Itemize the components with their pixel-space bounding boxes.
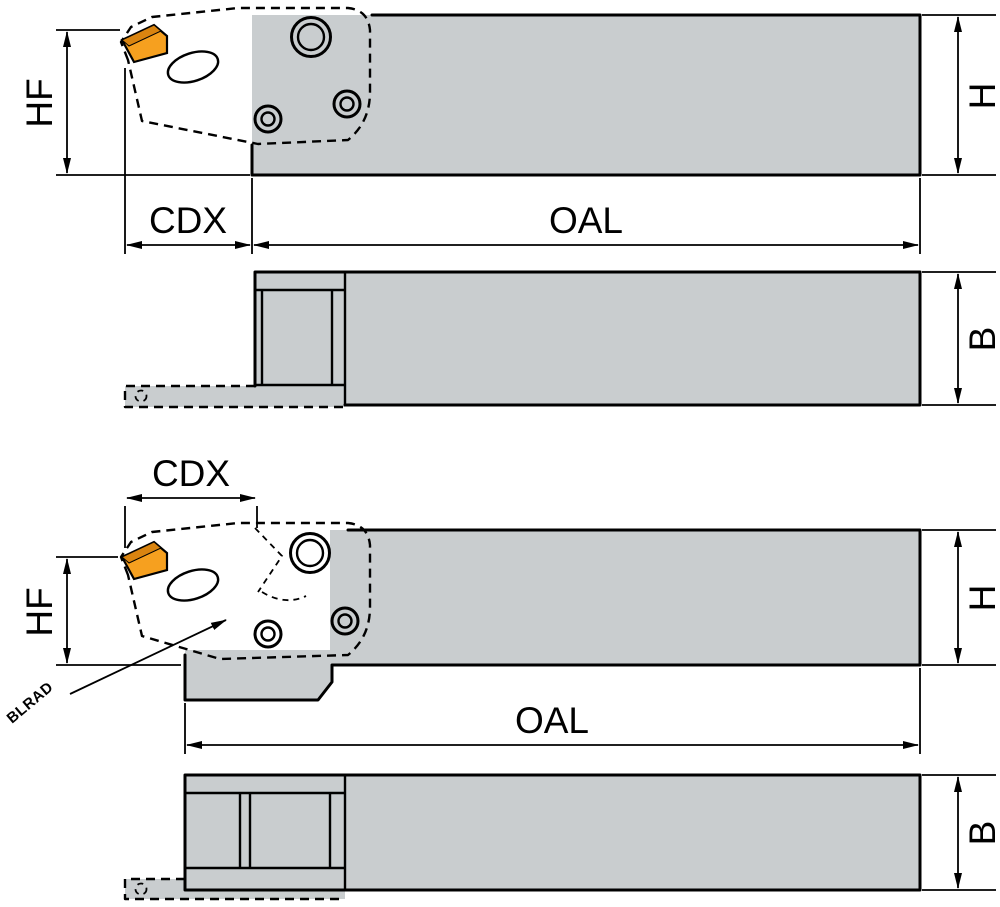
body-top-view [255, 272, 920, 405]
shank2-body [330, 530, 920, 665]
shank-outline [250, 13, 922, 177]
step-outline [183, 653, 334, 702]
clamp-hole-large [290, 16, 332, 58]
tool2-side-view: CDX HF BLRAD OAL H [4, 453, 1000, 754]
body2-top-outline [183, 773, 922, 892]
screw-hole-front-inner [260, 111, 276, 127]
clamp-hole-large-2 [289, 532, 331, 574]
tool2-top-view: B [123, 773, 1000, 901]
screw-hole-rear-2-inner [337, 613, 353, 629]
h2-label: H [962, 585, 1000, 612]
insert-2-top-facet [121, 541, 162, 564]
hf-label: HF [19, 78, 60, 127]
screw-hole-front-2 [253, 619, 283, 649]
cdx2-label: CDX [152, 453, 230, 494]
body-top-outline [253, 270, 922, 407]
insert-top-facet [121, 24, 162, 47]
oal2-label: OAL [515, 700, 589, 741]
head-module-outline [119, 6, 372, 146]
screw-hole-rear-inner [339, 96, 355, 112]
clamp-jaw-hidden-curve [261, 591, 307, 602]
oal-label: OAL [549, 200, 623, 241]
b-label: B [962, 327, 1000, 352]
blade2-hidden-outline [123, 877, 345, 901]
cdx-label: CDX [149, 200, 227, 241]
shank-body [252, 15, 920, 175]
clamp-jaw-hidden-line [254, 527, 284, 593]
screw-hole-rear [332, 89, 362, 119]
chip-pocket-2 [166, 568, 220, 602]
h-label: H [962, 83, 1000, 110]
screw-hole-front-2-inner [260, 626, 276, 642]
tool1-top-view: B [123, 270, 1000, 409]
step-body [185, 650, 332, 700]
blade-notch [134, 389, 148, 403]
blrad-label: BLRAD [4, 679, 57, 727]
clamp-hole-large-2-inner [295, 538, 325, 568]
shank2-outline [330, 528, 922, 667]
chip-pocket [166, 50, 220, 84]
blade2-notch [134, 882, 148, 896]
blade-hidden-outline [123, 384, 345, 409]
screw-hole-rear-2 [330, 606, 360, 636]
blrad-leader-line [69, 619, 227, 695]
tool1-side-view: HF H CDX OAL [19, 6, 1000, 254]
head2-module-outline [119, 521, 372, 661]
hf2-label: HF [19, 587, 60, 636]
clamp-hole-large-inner [296, 22, 326, 52]
b2-label: B [962, 821, 1000, 846]
screw-hole-front [253, 104, 283, 134]
